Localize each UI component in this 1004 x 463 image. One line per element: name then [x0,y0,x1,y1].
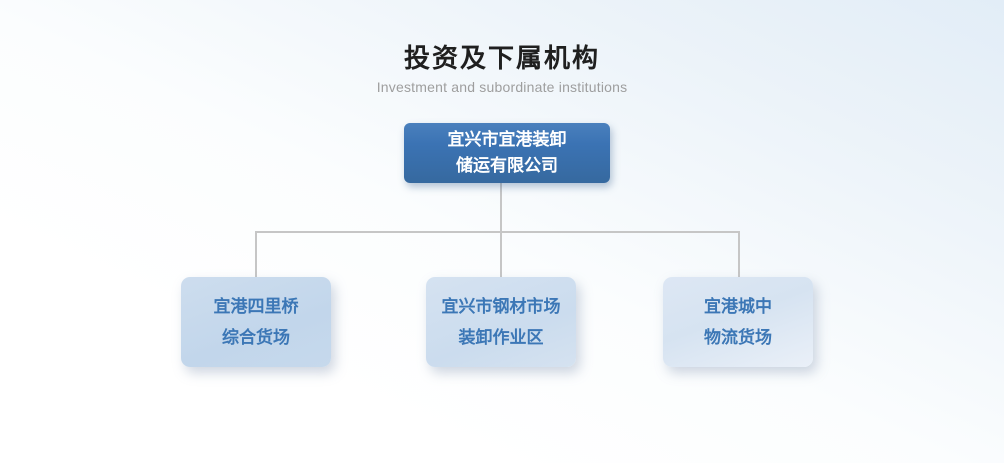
org-box-child-3: 宜港城中 物流货场 [663,277,813,367]
org-box-child-1: 宜港四里桥 综合货场 [181,277,331,367]
org-box-child-2-name-line1: 宜兴市钢材市场 [441,297,561,316]
org-box-child-3-name-line1: 宜港城中 [704,297,772,316]
org-box-root-name-line2: 储运有限公司 [456,156,558,175]
org-box-root-name-line1: 宜兴市宜港装卸 [447,130,567,149]
connector-right-drop-line [738,231,740,277]
page-header: 投资及下属机构 Investment and subordinate insti… [0,44,1004,95]
org-box-child-1-name-line1: 宜港四里桥 [213,297,299,316]
org-box-child-2-name-line2: 装卸作业区 [458,328,544,347]
org-box-child-1-name-line2: 综合货场 [222,328,290,347]
connector-left-drop-line [255,231,257,277]
org-box-root: 宜兴市宜港装卸 储运有限公司 [404,123,610,183]
org-box-child-2: 宜兴市钢材市场 装卸作业区 [426,277,576,367]
org-box-child-3-name-line2: 物流货场 [704,328,772,347]
connector-root-vertical-line [500,183,502,277]
page-title: 投资及下属机构 [403,43,600,73]
connector-horizontal-line [255,231,740,233]
page-subtitle: Investment and subordinate institutions [376,79,628,95]
